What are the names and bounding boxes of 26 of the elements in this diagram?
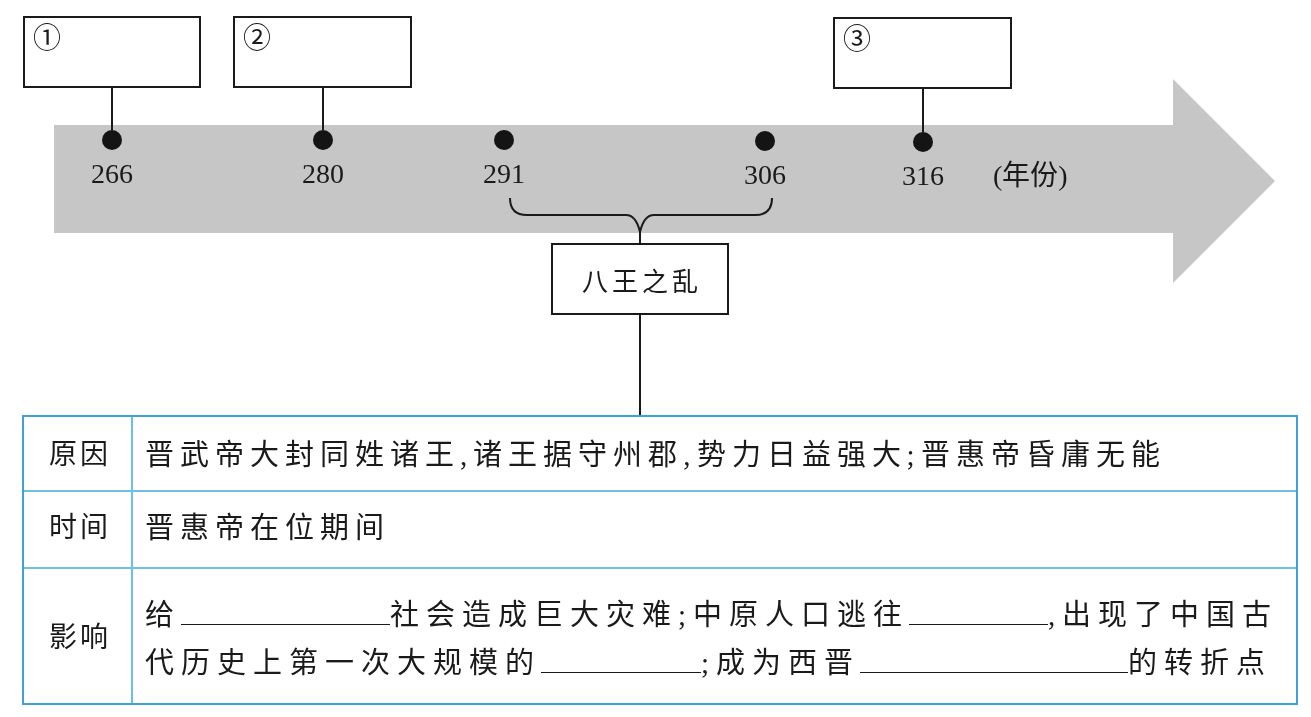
cell-text: ,出现了中国古 — [1048, 599, 1279, 631]
row-header: 影响 — [48, 621, 111, 655]
cell-text: 给 — [145, 599, 181, 631]
info-table — [22, 415, 1298, 705]
cell-text: ;成为西晋 — [701, 647, 861, 679]
cell-text: 晋惠帝在位期间 — [145, 512, 390, 544]
answer-box: ① — [23, 16, 201, 88]
connector-line — [922, 88, 924, 133]
cell-text: 社会造成巨大灾难;中原人口逃往 — [390, 599, 910, 631]
year-label: 291 — [483, 160, 525, 188]
cell-text: 的转折点 — [1128, 647, 1273, 679]
row-header: 原因 — [48, 438, 111, 472]
answer-box: ③ — [833, 17, 1012, 89]
unit-label: (年份) — [993, 160, 1068, 192]
connector-line — [111, 87, 113, 131]
year-label: 316 — [902, 162, 944, 190]
year-label: 266 — [91, 160, 133, 188]
year-label: 306 — [744, 161, 786, 189]
year-label: 280 — [302, 160, 344, 188]
connector-line — [322, 87, 324, 131]
row-header: 时间 — [48, 511, 111, 545]
event-box: 八王之乱 — [551, 243, 729, 315]
connector-line — [639, 314, 641, 416]
answer-box: ② — [233, 16, 412, 88]
cell-text: 晋武帝大封同姓诸王,诸王据守州郡,势力日益强大;晋惠帝昏庸无能 — [145, 439, 1166, 471]
cell-text: 代历史上第一次大规模的 — [145, 647, 541, 679]
